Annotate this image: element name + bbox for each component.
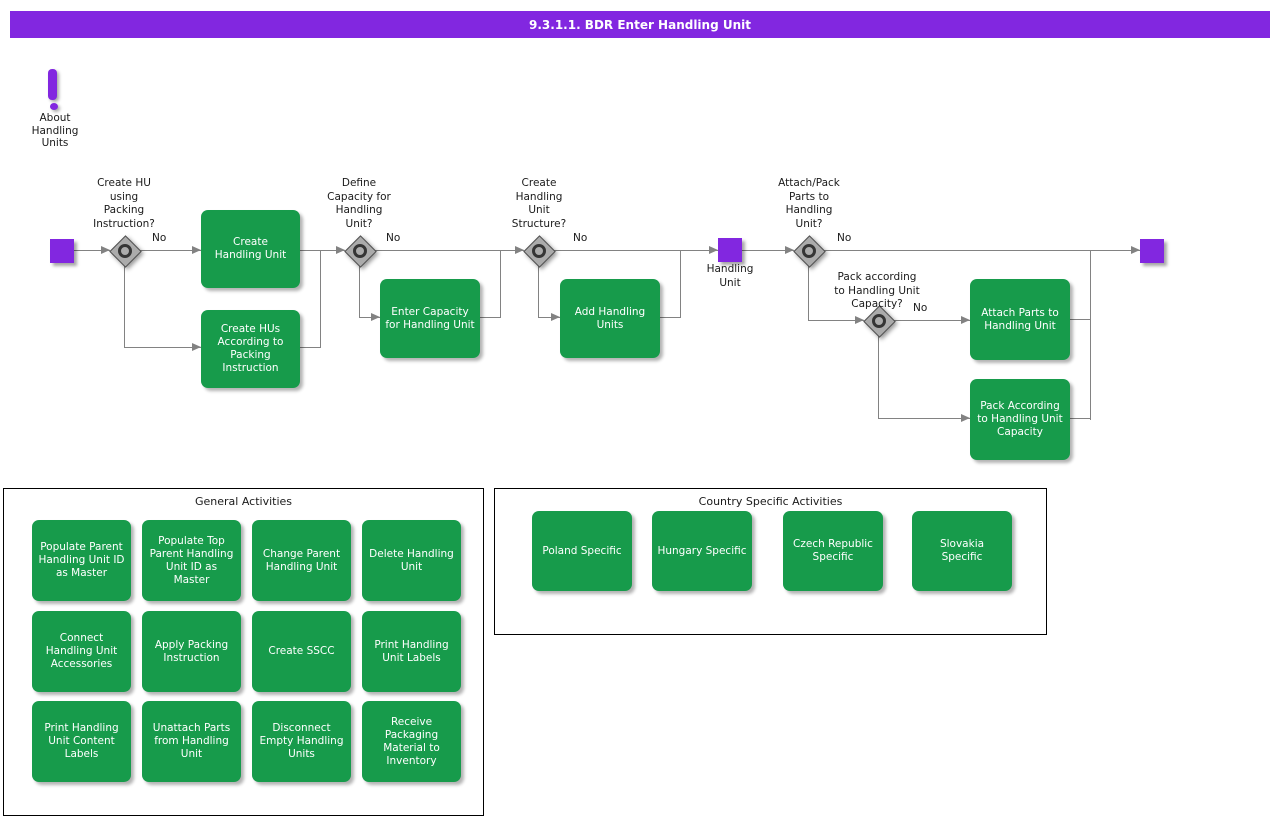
handling-unit-label: Handling Unit: [706, 263, 754, 289]
page-title: 9.3.1.1. BDR Enter Handling Unit: [10, 11, 1270, 38]
flow-connector-arrowhead: [336, 246, 345, 254]
activity-receive-packaging-material-to-inventory[interactable]: Receive Packaging Material to Inventory: [362, 701, 461, 782]
activity-populate-top-parent-handling-unit-id-as-master[interactable]: Populate Top Parent Handling Unit ID as …: [142, 520, 241, 601]
gateway-question-label: Attach/Pack Parts to Handling Unit?: [778, 177, 840, 230]
branch-label-no: No: [573, 232, 588, 244]
flow-connector-arrowhead: [709, 246, 718, 254]
flow-connector: [1070, 418, 1091, 419]
activity-populate-parent-handling-unit-id-as-master[interactable]: Populate Parent Handling Unit ID as Mast…: [32, 520, 131, 601]
flow-connector: [660, 317, 681, 318]
activity-add-handling-units[interactable]: Add Handling Units: [560, 279, 660, 358]
activity-delete-handling-unit[interactable]: Delete Handling Unit: [362, 520, 461, 601]
branch-label-no: No: [152, 232, 167, 244]
activity-create-handling-unit[interactable]: Create Handling Unit: [201, 210, 300, 288]
flow-connector: [124, 265, 125, 348]
flow-connector: [320, 250, 321, 348]
exclamation-icon: [20, 62, 90, 112]
flow-connector: [74, 250, 110, 251]
flow-connector: [878, 418, 970, 419]
flow-connector-arrowhead: [515, 246, 524, 254]
activity-connect-handling-unit-accessories[interactable]: Connect Handling Unit Accessories: [32, 611, 131, 692]
flow-connector-arrowhead: [192, 343, 201, 351]
activity-pack-according-to-handling-unit-capacity[interactable]: Pack According to Handling Unit Capacity: [970, 379, 1070, 460]
activity-slovakia-specific[interactable]: Slovakia Specific: [912, 511, 1012, 591]
activity-attach-parts-to-handling-unit[interactable]: Attach Parts to Handling Unit: [970, 279, 1070, 360]
flow-connector: [554, 250, 718, 251]
activity-print-handling-unit-labels[interactable]: Print Handling Unit Labels: [362, 611, 461, 692]
flow-connector-arrowhead: [961, 316, 970, 324]
country-specific-activities-panel: Country Specific Activities Poland Speci…: [494, 488, 1047, 635]
gateway-pack-according-capacity: [863, 305, 896, 338]
flow-connector: [140, 250, 201, 251]
flow-connector: [808, 320, 864, 321]
gateway-define-capacity: [344, 235, 377, 268]
flow-connector-arrowhead: [785, 246, 794, 254]
flow-connector: [1070, 319, 1091, 320]
activity-change-parent-handling-unit[interactable]: Change Parent Handling Unit: [252, 520, 351, 601]
flow-connector-arrowhead: [551, 313, 560, 321]
about-handling-units-label: About Handling Units: [31, 112, 79, 149]
flow-connector: [300, 250, 321, 251]
activity-print-handling-unit-content-labels[interactable]: Print Handling Unit Content Labels: [32, 701, 131, 782]
gateway-question-label: Define Capacity for Handling Unit?: [327, 177, 391, 230]
flow-connector: [538, 265, 539, 318]
about-handling-units[interactable]: About Handling Units: [20, 62, 90, 149]
flow-connector: [878, 335, 879, 419]
flow-connector: [124, 347, 201, 348]
gateway-attach-pack-parts: [793, 235, 826, 268]
flow-connector-arrowhead: [1131, 246, 1140, 254]
gateway-question-label: Pack according to Handling Unit Capacity…: [834, 271, 920, 310]
gateway-question-label: Create Handling Unit Structure?: [511, 177, 567, 230]
flow-connector-arrowhead: [961, 414, 970, 422]
activity-create-sscc[interactable]: Create SSCC: [252, 611, 351, 692]
activity-enter-capacity-for-handling-unit[interactable]: Enter Capacity for Handling Unit: [380, 279, 480, 358]
gateway-question-label: Create HU using Packing Instruction?: [93, 177, 155, 230]
flow-connector-arrowhead: [101, 246, 110, 254]
start-event: [50, 239, 74, 263]
activity-apply-packing-instruction[interactable]: Apply Packing Instruction: [142, 611, 241, 692]
flow-connector: [375, 250, 524, 251]
activity-unattach-parts-from-handling-unit[interactable]: Unattach Parts from Handling Unit: [142, 701, 241, 782]
branch-label-no: No: [386, 232, 401, 244]
activity-hungary-specific[interactable]: Hungary Specific: [652, 511, 752, 591]
gateway-create-hu-structure: [523, 235, 556, 268]
activity-create-hus-according-to-packing-instruction[interactable]: Create HUs According to Packing Instruct…: [201, 310, 300, 388]
intermediate-event-handling-unit: [718, 238, 742, 262]
flow-connector: [742, 250, 794, 251]
flow-connector: [359, 317, 380, 318]
flow-connector: [680, 250, 681, 318]
flow-connector-arrowhead: [855, 316, 864, 324]
flow-connector: [300, 347, 321, 348]
flow-connector: [1090, 250, 1091, 420]
flow-connector-arrowhead: [371, 313, 380, 321]
flow-connector: [500, 250, 501, 318]
country-specific-activities-title: Country Specific Activities: [698, 495, 843, 508]
flow-connector: [808, 265, 809, 321]
flow-connector-arrowhead: [192, 246, 201, 254]
activity-czech-republic-specific[interactable]: Czech Republic Specific: [783, 511, 883, 591]
flow-connector: [894, 320, 970, 321]
branch-label-no: No: [837, 232, 852, 244]
flow-connector: [1090, 250, 1140, 251]
flow-connector: [824, 250, 1091, 251]
end-event: [1140, 239, 1164, 263]
general-activities-panel: General Activities Populate Parent Handl…: [3, 488, 484, 816]
general-activities-title: General Activities: [194, 495, 293, 508]
gateway-create-hu-using-packing-instruction: [109, 235, 142, 268]
flow-connector: [480, 317, 501, 318]
branch-label-no: No: [913, 302, 928, 314]
flow-connector: [538, 317, 560, 318]
flow-connector: [320, 250, 345, 251]
activity-disconnect-empty-handling-units[interactable]: Disconnect Empty Handling Units: [252, 701, 351, 782]
activity-poland-specific[interactable]: Poland Specific: [532, 511, 632, 591]
flow-connector: [359, 265, 360, 318]
